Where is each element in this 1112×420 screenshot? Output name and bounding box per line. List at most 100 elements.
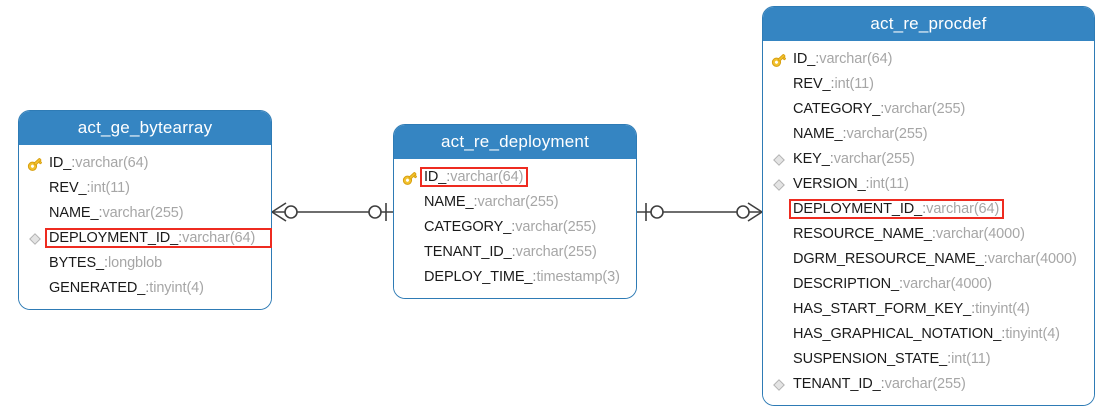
field-name: NAME_ — [424, 194, 474, 210]
field-row[interactable]: CATEGORY_:varchar(255) — [763, 97, 1094, 122]
primary-key-icon — [26, 155, 44, 173]
index-diamond-icon — [770, 151, 788, 169]
field-row[interactable]: KEY_:varchar(255) — [763, 147, 1094, 172]
field-name: SUSPENSION_STATE_ — [793, 351, 948, 367]
field-row[interactable]: TENANT_ID_:varchar(255) — [394, 240, 636, 265]
entity-title-act-re-procdef: act_re_procdef — [763, 7, 1094, 41]
entity-table-act-re-deployment[interactable]: act_re_deployment ID_:varchar(64)NAME_:v… — [393, 124, 637, 299]
field-name: GENERATED_ — [49, 280, 146, 296]
field-name: RESOURCE_NAME_ — [793, 226, 932, 242]
field-separator: : — [178, 230, 183, 246]
field-row[interactable]: GENERATED_:tinyint(4) — [19, 276, 271, 301]
field-separator: : — [815, 51, 820, 67]
field-type: varchar(255) — [846, 126, 928, 142]
field-row[interactable]: SUSPENSION_STATE_:int(11) — [763, 347, 1094, 372]
field-type: int(11) — [834, 76, 874, 92]
field-separator: : — [1001, 326, 1006, 342]
field-name: NAME_ — [49, 205, 99, 221]
field-name: ID_ — [793, 51, 816, 67]
field-name: HAS_GRAPHICAL_NOTATION_ — [793, 326, 1002, 342]
field-type: timestamp(3) — [536, 269, 620, 285]
index-diamond-icon — [770, 376, 788, 394]
field-type: tinyint(4) — [1005, 326, 1060, 342]
field-separator: : — [104, 255, 109, 271]
field-separator: : — [971, 301, 976, 317]
field-separator: : — [922, 201, 927, 217]
field-separator: : — [898, 276, 903, 292]
field-type: varchar(64) — [450, 169, 524, 185]
field-row[interactable]: ID_:varchar(64) — [394, 165, 636, 190]
marker-zero-or-one-deployment-left — [368, 203, 387, 221]
field-row[interactable]: DGRM_RESOURCE_NAME_:varchar(4000) — [763, 247, 1094, 272]
field-type: varchar(255) — [884, 376, 966, 392]
crowfoot-zero-or-many-procdef — [736, 202, 763, 222]
field-type: varchar(4000) — [935, 226, 1025, 242]
field-type: varchar(64) — [926, 201, 1000, 217]
field-separator: : — [880, 101, 885, 117]
field-type: varchar(255) — [102, 205, 184, 221]
field-row[interactable]: HAS_GRAPHICAL_NOTATION_:tinyint(4) — [763, 322, 1094, 347]
field-row[interactable]: REV_:int(11) — [763, 72, 1094, 97]
entity-table-act-re-procdef[interactable]: act_re_procdef ID_:varchar(64)REV_:int(1… — [762, 6, 1095, 406]
field-row[interactable]: ID_:varchar(64) — [763, 47, 1094, 72]
field-separator: : — [71, 155, 76, 171]
primary-key-icon — [770, 51, 788, 69]
field-separator: : — [532, 269, 537, 285]
field-row[interactable]: BYTES_:longblob — [19, 251, 271, 276]
field-separator: : — [473, 194, 478, 210]
field-name: DGRM_RESOURCE_NAME_ — [793, 251, 984, 267]
field-row[interactable]: CATEGORY_:varchar(255) — [394, 215, 636, 240]
field-row[interactable]: DESCRIPTION_:varchar(4000) — [763, 272, 1094, 297]
field-type: varchar(255) — [515, 219, 597, 235]
field-type: varchar(255) — [833, 151, 915, 167]
field-type: tinyint(4) — [149, 280, 204, 296]
field-name: ID_ — [424, 169, 447, 185]
field-name: ID_ — [49, 155, 72, 171]
field-row[interactable]: RESOURCE_NAME_:varchar(4000) — [763, 222, 1094, 247]
field-type: varchar(255) — [477, 194, 559, 210]
entity-title-act-ge-bytearray: act_ge_bytearray — [19, 111, 271, 145]
field-separator: : — [829, 151, 834, 167]
entity-fields-act-re-procdef: ID_:varchar(64)REV_:int(11)CATEGORY_:var… — [763, 41, 1094, 405]
field-name: KEY_ — [793, 151, 830, 167]
field-row[interactable]: NAME_:varchar(255) — [763, 122, 1094, 147]
field-name: HAS_START_FORM_KEY_ — [793, 301, 972, 317]
field-separator: : — [947, 351, 952, 367]
field-name: TENANT_ID_ — [793, 376, 881, 392]
field-row[interactable]: DEPLOYMENT_ID_:varchar(64) — [19, 226, 271, 251]
field-row[interactable]: HAS_START_FORM_KEY_:tinyint(4) — [763, 297, 1094, 322]
field-name: BYTES_ — [49, 255, 105, 271]
field-row[interactable]: NAME_:varchar(255) — [19, 201, 271, 226]
field-name: CATEGORY_ — [424, 219, 512, 235]
field-separator: : — [865, 176, 870, 192]
entity-title-act-re-deployment: act_re_deployment — [394, 125, 636, 159]
field-separator: : — [446, 169, 451, 185]
field-type: varchar(255) — [884, 101, 966, 117]
entity-fields-act-ge-bytearray: ID_:varchar(64)REV_:int(11)NAME_:varchar… — [19, 145, 271, 309]
field-type: int(11) — [951, 351, 991, 367]
index-diamond-icon — [770, 176, 788, 194]
field-row[interactable]: NAME_:varchar(255) — [394, 190, 636, 215]
field-row[interactable]: TENANT_ID_:varchar(255) — [763, 372, 1094, 397]
field-type: varchar(255) — [515, 244, 597, 260]
field-name: VERSION_ — [793, 176, 866, 192]
field-separator: : — [145, 280, 150, 296]
field-row[interactable]: VERSION_:int(11) — [763, 172, 1094, 197]
entity-fields-act-re-deployment: ID_:varchar(64)NAME_:varchar(255)CATEGOR… — [394, 159, 636, 298]
index-diamond-icon — [26, 230, 44, 248]
field-row[interactable]: REV_:int(11) — [19, 176, 271, 201]
field-separator: : — [842, 126, 847, 142]
field-row[interactable]: ID_:varchar(64) — [19, 151, 271, 176]
field-separator: : — [931, 226, 936, 242]
field-type: varchar(64) — [182, 230, 256, 246]
field-name: CATEGORY_ — [793, 101, 881, 117]
entity-table-act-ge-bytearray[interactable]: act_ge_bytearray ID_:varchar(64)REV_:int… — [18, 110, 272, 310]
field-row[interactable]: DEPLOYMENT_ID_:varchar(64) — [763, 197, 1094, 222]
field-name: REV_ — [49, 180, 87, 196]
field-type: int(11) — [90, 180, 130, 196]
field-name: DESCRIPTION_ — [793, 276, 899, 292]
field-row[interactable]: DEPLOY_TIME_:timestamp(3) — [394, 265, 636, 290]
field-separator: : — [98, 205, 103, 221]
field-separator: : — [86, 180, 91, 196]
